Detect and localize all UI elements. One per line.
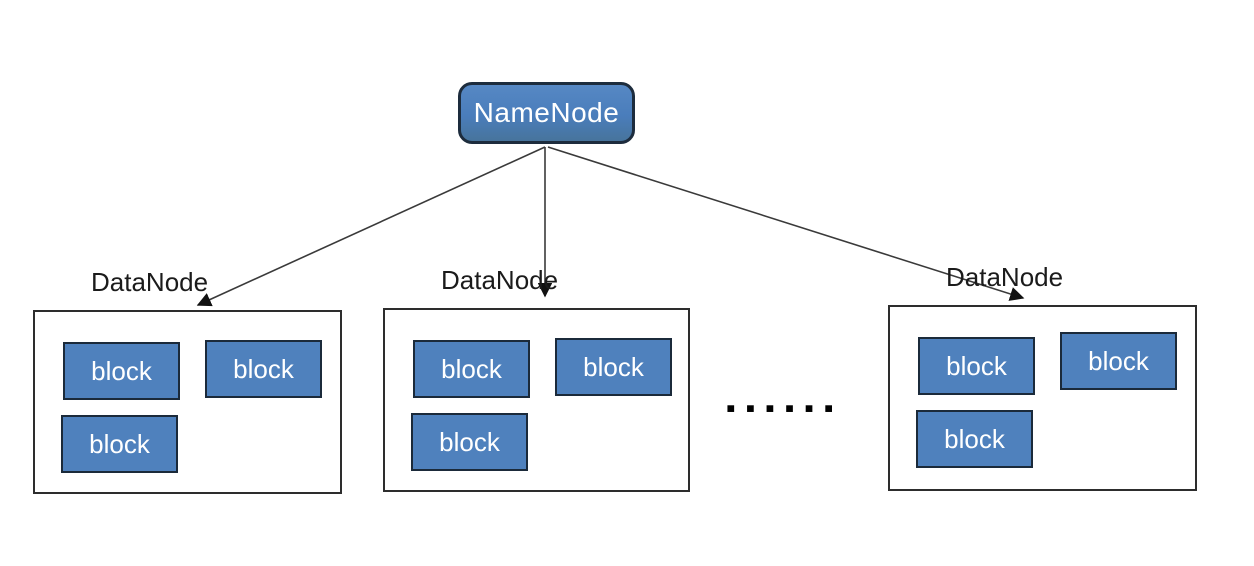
namenode-label: NameNode (473, 97, 620, 128)
datanode-2-box: block block block (383, 308, 690, 492)
datanode-3-box: block block block (888, 305, 1197, 491)
block-box: block (411, 413, 528, 471)
block-box: block (413, 340, 530, 398)
ellipsis-dots: ▪▪▪▪▪▪ (726, 393, 844, 423)
block-box: block (916, 410, 1033, 468)
datanode-3-label: DataNode (946, 262, 1064, 292)
block-box: block (1060, 332, 1177, 390)
block-box: block (63, 342, 180, 400)
namenode-box: NameNode (458, 82, 635, 144)
block-box: block (918, 337, 1035, 395)
datanode-1-label: DataNode (91, 267, 209, 297)
datanode-1-box: block block block (33, 310, 342, 494)
datanode-2-label: DataNode (441, 265, 559, 295)
block-box: block (205, 340, 322, 398)
block-box: block (61, 415, 178, 473)
block-box: block (555, 338, 672, 396)
